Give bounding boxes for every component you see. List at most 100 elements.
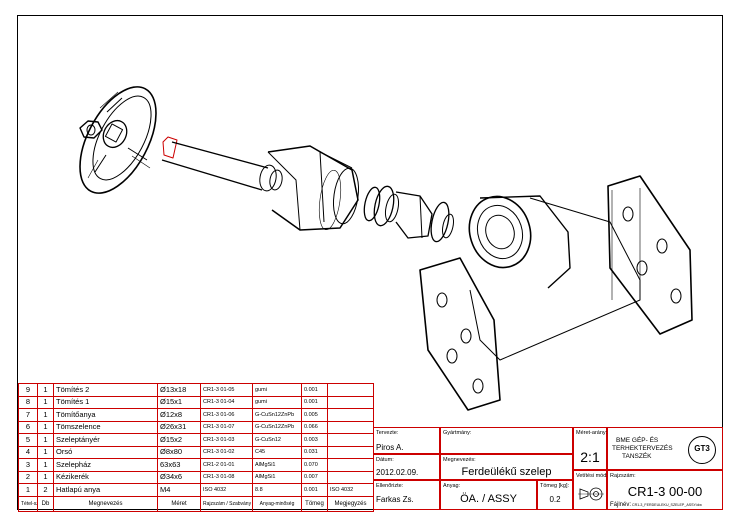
material-label: Anyag: xyxy=(443,483,461,489)
parts-list-cell-qty: 2 xyxy=(37,483,54,497)
parts-list-cell-weight: 0.007 xyxy=(301,470,328,484)
parts-list-cell-note xyxy=(327,408,374,422)
parts-list-cell-weight: 0.001 xyxy=(301,395,328,409)
checker-label: Ellenőrizte: xyxy=(376,483,404,489)
valve-body-part xyxy=(419,175,693,411)
parts-list-cell-size: Ø34x6 xyxy=(157,470,201,484)
parts-list-cell-size: Ø13x18 xyxy=(157,383,201,397)
parts-list-cell-size: Ø26x31 xyxy=(157,420,201,434)
header-size: Méret xyxy=(157,495,201,512)
part-name-label: Megnevezés: xyxy=(443,457,476,463)
parts-list-cell-size: Ø12x8 xyxy=(157,408,201,422)
parts-list-cell-weight: 0.003 xyxy=(301,433,328,447)
parts-list-cell-qty: 1 xyxy=(37,433,54,447)
parts-list-cell-qty: 1 xyxy=(37,395,54,409)
material-value: ÖA. / ASSY xyxy=(460,493,517,505)
parts-list-header: Tétel-szám Db Megnevezés Méret Rajzszám … xyxy=(18,495,374,512)
projection-symbol-icon xyxy=(578,487,604,501)
parts-list-cell-pos: 5 xyxy=(18,433,38,447)
header-drawing: Rajzszám / Szabvány xyxy=(200,495,253,512)
parts-list-cell-note xyxy=(327,458,374,472)
parts-list-cell-qty: 1 xyxy=(37,458,54,472)
project-label: Gyártmány: xyxy=(443,430,472,436)
parts-list-cell-name: Tömítés 2 xyxy=(53,383,158,397)
parts-list-cell-drawing: CR1-3 01-02 xyxy=(200,445,253,459)
parts-list-cell-pos: 4 xyxy=(18,445,38,459)
material-cell: Anyag: ÖA. / ASSY xyxy=(440,480,537,510)
parts-list-cell-name: Kézikerék xyxy=(53,470,158,484)
checker-value: Farkas Zs. xyxy=(376,495,414,504)
gt3-logo-icon: GT3 xyxy=(688,436,716,464)
parts-list-cell-note xyxy=(327,445,374,459)
designer-value: Piros A. xyxy=(376,443,404,452)
parts-list-cell-material: 8.8 xyxy=(252,483,302,497)
spindle-part xyxy=(161,136,283,192)
parts-list-cell-weight: 0.031 xyxy=(301,445,328,459)
institution-line3: TANSZÉK xyxy=(622,453,652,460)
file-label: Fájlnév: xyxy=(610,502,632,508)
header-weight: Tömeg xyxy=(301,495,328,512)
parts-list-cell-pos: 2 xyxy=(18,470,38,484)
parts-list-cell-weight: 0.066 xyxy=(301,420,328,434)
drawing-number-label: Rajzszám: xyxy=(610,473,636,479)
part-name-cell: Megnevezés: Ferdeülékű szelep xyxy=(440,454,573,480)
scale-value: 2:1 xyxy=(580,449,600,465)
parts-list-cell-size: Ø8x80 xyxy=(157,445,201,459)
parts-list-cell-material: G-CuSn12 xyxy=(252,433,302,447)
parts-list-cell-weight: 0.005 xyxy=(301,408,328,422)
parts-list-cell-material: C45 xyxy=(252,445,302,459)
parts-list-cell-size: 63x63 xyxy=(157,458,201,472)
parts-list-cell-name: Orsó xyxy=(53,445,158,459)
header-pos: Tétel-szám xyxy=(18,495,38,512)
seals-part xyxy=(363,185,454,243)
handwheel-part xyxy=(79,86,157,194)
parts-list-cell-note xyxy=(327,420,374,434)
logo-text: GT3 xyxy=(694,444,710,453)
parts-list-cell-note xyxy=(327,470,374,484)
drawing-number-value: CR1-3 00-00 xyxy=(627,484,703,499)
parts-list-cell-name: Tömszelence xyxy=(53,420,158,434)
parts-list-cell-name: Hatlapú anya xyxy=(53,483,158,497)
parts-list-cell-qty: 1 xyxy=(37,383,54,397)
parts-list-cell-material: AlMgSi1 xyxy=(252,458,302,472)
parts-list-cell-drawing: CR1-3 01-08 xyxy=(200,470,253,484)
mass-cell: Tömeg [kg]: 0.2 xyxy=(537,480,573,510)
parts-list-cell-pos: 1 xyxy=(18,483,38,497)
parts-list-cell-drawing: CR1-3 01-07 xyxy=(200,420,253,434)
packing-gland-part xyxy=(267,145,360,231)
parts-list-cell-name: Szelepház xyxy=(53,458,158,472)
parts-list-cell-drawing: CR1-2 01-01 xyxy=(200,458,253,472)
header-name: Megnevezés xyxy=(53,495,158,512)
parts-list-cell-material: gumi xyxy=(252,395,302,409)
parts-list-cell-name: Szeleptányér xyxy=(53,433,158,447)
parts-list-cell-drawing: CR1-3 01-03 xyxy=(200,433,253,447)
parts-list-cell-material: G-CuSn12ZnPb xyxy=(252,420,302,434)
parts-list-cell-drawing: CR1-3 01-04 xyxy=(200,395,253,409)
parts-list-cell-material: G-CuSn12ZnPb xyxy=(252,408,302,422)
drawing-number-cell: Rajzszám: CR1-3 00-00 Fájlnév: CR1-3_FER… xyxy=(607,470,723,510)
parts-list-cell-name: Tömítés 1 xyxy=(53,395,158,409)
date-value: 2012.02.09. xyxy=(376,468,419,477)
scale-label: Méret-arány: xyxy=(576,430,608,436)
parts-list-cell-note xyxy=(327,433,374,447)
parts-list-cell-weight: 0.070 xyxy=(301,458,328,472)
date-label: Dátum: xyxy=(376,457,394,463)
parts-list-cell-pos: 6 xyxy=(18,420,38,434)
parts-list-cell-pos: 3 xyxy=(18,458,38,472)
parts-list-cell-size: Ø15x2 xyxy=(157,433,201,447)
parts-list-cell-qty: 1 xyxy=(37,445,54,459)
institution-line2: TERHEKTERVEZÉS xyxy=(612,445,673,452)
designer-label: Tervezte: xyxy=(376,430,399,436)
parts-list-cell-pos: 8 xyxy=(18,395,38,409)
